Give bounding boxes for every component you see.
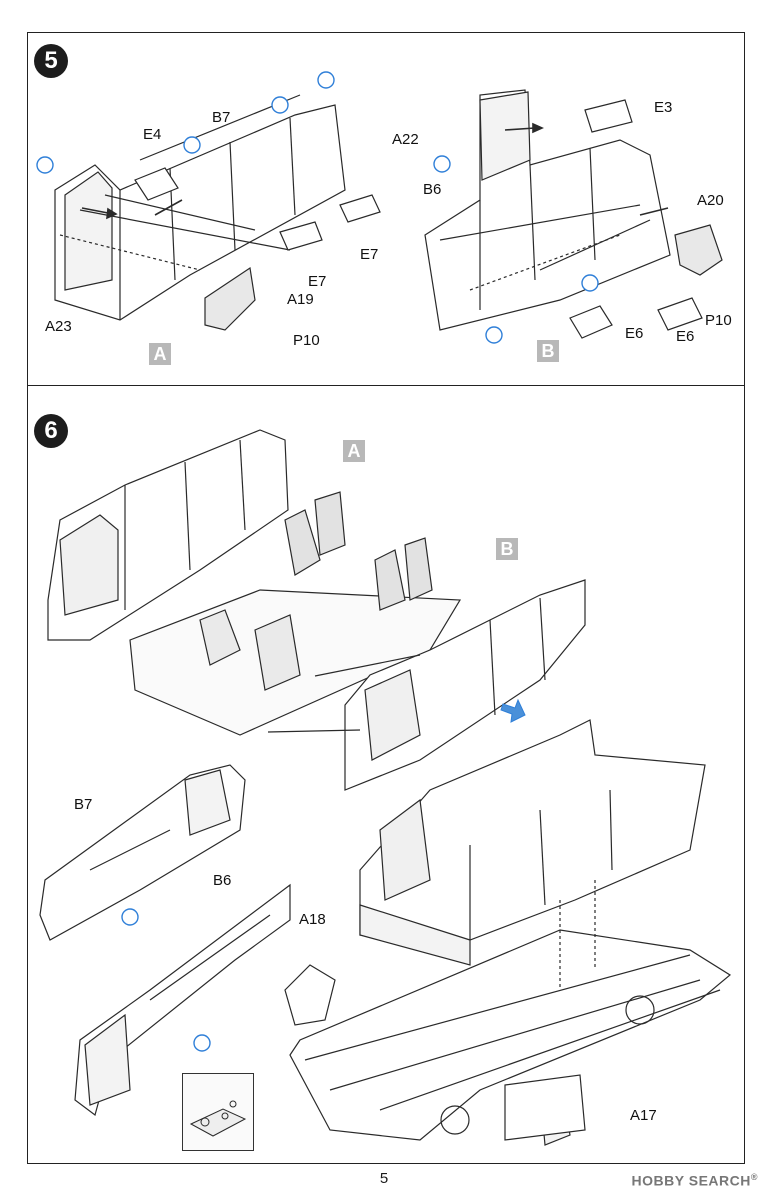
label-e6-a: E6 [625,325,644,342]
label-b7-step6: B7 [74,796,93,813]
seat-drawing [284,509,321,576]
glue-bottle-icon [193,1034,211,1052]
label-a20: A20 [697,192,724,209]
label-a17: A17 [630,1107,657,1124]
label-b6-step6: B6 [213,872,232,889]
side-panel-a-drawing [54,94,346,331]
glue-bottle-icon [271,96,289,114]
glue-bottle-icon [121,908,139,926]
label-a18: A18 [299,911,326,928]
glue-bottle-icon [581,274,599,292]
seat-drawing [199,609,241,666]
label-e3: E3 [654,99,673,116]
label-b6: B6 [423,181,442,198]
detail-inset-drawing [189,1100,247,1137]
label-b7: B7 [212,109,231,126]
watermark-mark: ® [750,1172,758,1182]
label-p10-b: P10 [705,312,732,329]
glue-bottle-icon [36,156,54,174]
seat-drawing [404,537,433,601]
sub-tag-b: B [537,340,559,362]
plate-e6b-drawing [657,297,703,331]
hobby-search-watermark: HOBBY SEARCH® [632,1172,758,1189]
plate-e3-drawing [584,99,633,133]
page-number: 5 [379,1170,389,1187]
step-divider [27,385,745,386]
label-e4: E4 [143,126,162,143]
plate-e7b-drawing [339,194,381,223]
label-a19: A19 [287,291,314,308]
sub-tag-b-step6: B [496,538,518,560]
glue-bottle-icon [317,71,335,89]
plate-e4-drawing [134,167,179,201]
seat-drawing [254,614,301,691]
plate-e6a-drawing [569,305,613,339]
detail-inset [182,1073,254,1151]
glue-bottle-icon [183,136,201,154]
seat-drawing [374,549,406,611]
step-5-drawing [36,71,723,344]
watermark-text: HOBBY SEARCH [631,1172,751,1189]
label-e6-b: E6 [676,328,695,345]
glue-bottle-icon [433,155,451,173]
step-6-badge: 6 [34,414,68,448]
chassis-drawing [284,929,732,1146]
glue-bottle-icon [485,326,503,344]
step-5-badge: 5 [34,44,68,78]
seat-drawing [314,491,346,556]
sub-tag-a: A [149,343,171,365]
label-a22: A22 [392,131,419,148]
label-e7-upper: E7 [360,246,379,263]
assembly-arrow-icon [500,698,526,723]
side-panel-b-drawing [424,89,723,331]
label-e7-lower: E7 [308,273,327,290]
label-p10-a: P10 [293,332,320,349]
label-a23: A23 [45,318,72,335]
plate-e7-drawing [279,221,323,251]
page-frame [27,32,745,1164]
sub-tag-a-step6: A [343,440,365,462]
